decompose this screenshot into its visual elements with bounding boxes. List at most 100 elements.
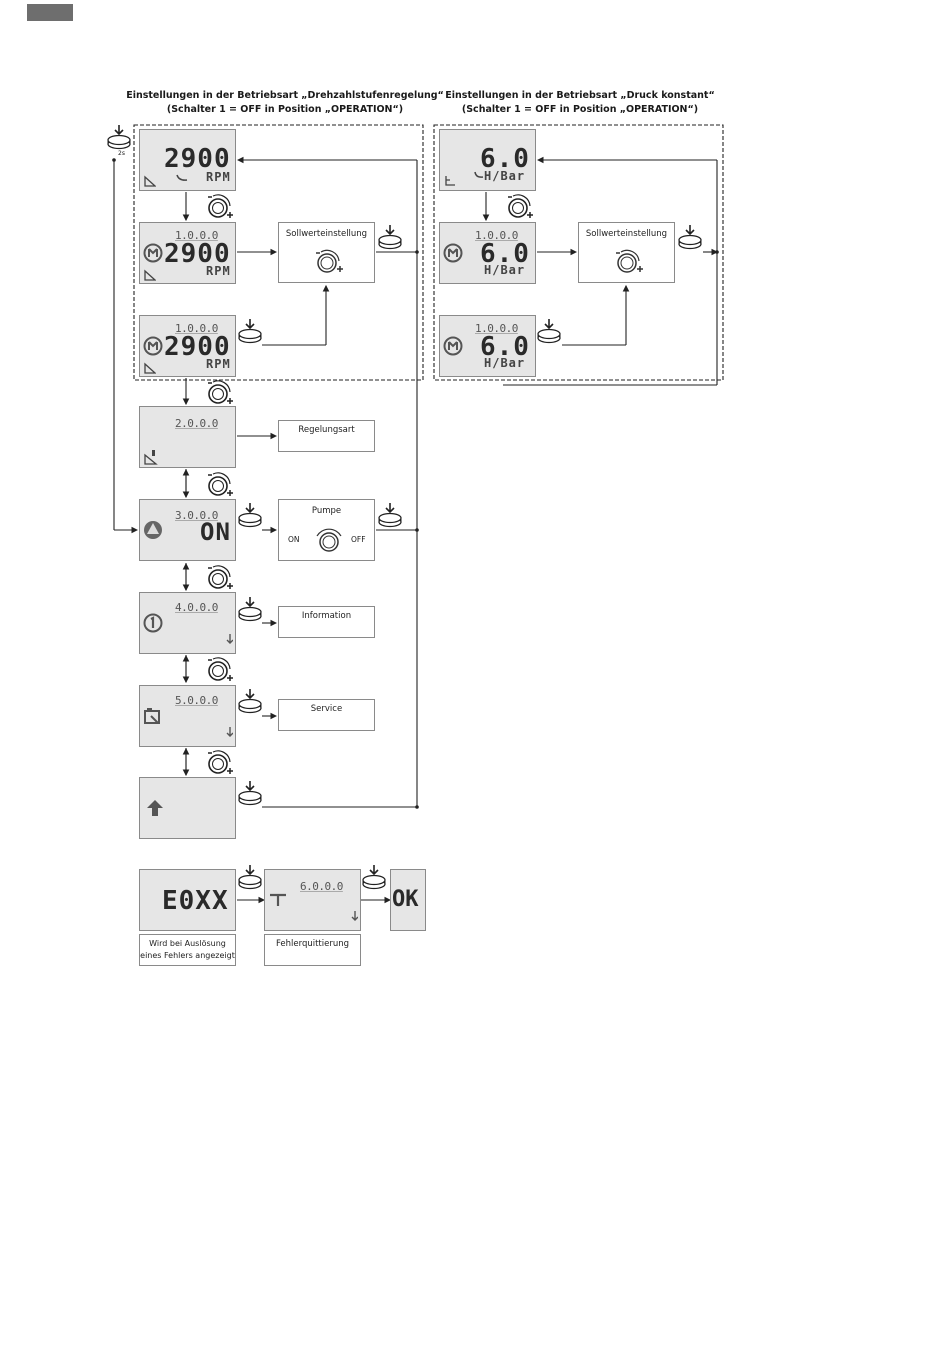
header-right: Einstellungen in der Betriebsart „Druck … [430, 89, 730, 117]
push-button-icon[interactable] [106, 124, 132, 154]
speed-unit: RPM [206, 170, 231, 184]
mode-icon [144, 175, 156, 187]
rotary-knob-icon[interactable] [505, 192, 535, 226]
lcd-screen-ok: OK [390, 869, 426, 931]
information-box: Information [278, 606, 375, 638]
menu-number: 1.0.0.0 [475, 229, 518, 242]
rotary-knob-icon[interactable] [205, 655, 235, 689]
push-button-icon[interactable] [677, 224, 703, 254]
pumpe-title: Pumpe [311, 506, 342, 516]
header-right-line2: (Schalter 1 = OFF in Position „OPERATION… [461, 104, 699, 115]
push-button-icon[interactable] [237, 780, 263, 810]
setpoint-box-label: Sollwerteinstellung [285, 229, 368, 239]
info-icon [143, 613, 163, 633]
lcd-screen-menu-4: 4.0.0.0 [139, 592, 236, 654]
pump-icon [144, 521, 162, 539]
curve-icon [474, 171, 484, 178]
lcd-screen-setpoint-2: 1.0.0.0 2900 RPM [139, 315, 236, 377]
information-label: Information [301, 611, 352, 621]
menu-number: 5.0.0.0 [175, 694, 218, 707]
service-label: Service [310, 704, 343, 714]
service-box: Service [278, 699, 375, 731]
push-button-icon[interactable] [237, 688, 263, 718]
menu-number: 1.0.0.0 [475, 322, 518, 335]
lcd-screen-menu-5: 5.0.0.0 [139, 685, 236, 747]
lcd-screen-back [139, 777, 236, 839]
error-ack-label: Fehlerquittierung [275, 939, 350, 949]
back-arrow-icon [147, 800, 163, 816]
header-left-line1: Einstellungen in der Betriebsart „Drehza… [126, 90, 444, 101]
header-left-line2: (Schalter 1 = OFF in Position „OPERATION… [166, 104, 404, 115]
error-note: Wird bei Auslösung eines Fehlers angezei… [140, 938, 235, 962]
error-note-box: Wird bei Auslösung eines Fehlers angezei… [139, 934, 236, 966]
rotary-knob-icon[interactable] [205, 378, 235, 412]
menu-number: 6.0.0.0 [300, 880, 343, 893]
reset-icon [270, 893, 286, 906]
lcd-screen-error-ack: 6.0.0.0 [264, 869, 361, 931]
pressure-value: 6.0 [480, 239, 530, 269]
pumpe-on-label: ON [288, 535, 300, 544]
speed-value: 2900 [164, 239, 231, 269]
setpoint-box-right: Sollwerteinstellung [578, 222, 675, 283]
pressure-unit: H/Bar [484, 356, 526, 370]
push-button-icon[interactable] [237, 864, 263, 894]
pressure-value: 6.0 [480, 332, 530, 362]
setpoint-box-left: Sollwerteinstellung [278, 222, 375, 283]
push-button-icon[interactable] [361, 864, 387, 894]
rotary-knob-icon[interactable] [205, 470, 235, 504]
rotary-knob-icon[interactable] [205, 192, 235, 226]
lcd-screen-pressure-setpoint-2: 1.0.0.0 6.0 H/Bar [439, 315, 536, 377]
pumpe-box: Pumpe ON OFF [278, 499, 375, 561]
pressure-mode-icon [445, 176, 455, 186]
push-button-icon[interactable] [237, 596, 263, 626]
setpoint-box-label: Sollwerteinstellung [585, 229, 668, 239]
mode-icon [144, 362, 156, 374]
lcd-screen-menu-2: 2.0.0.0 [139, 406, 236, 468]
rotary-knob-icon[interactable] [205, 563, 235, 597]
speed-unit: RPM [206, 264, 231, 278]
curve-icon [176, 174, 188, 181]
speed-unit: RPM [206, 357, 231, 371]
regelungsart-label: Regelungsart [298, 425, 355, 435]
rotary-knob-icon[interactable] [205, 748, 235, 782]
error-note-line1: Wird bei Auslösung [149, 939, 226, 948]
menu-number: 4.0.0.0 [175, 601, 218, 614]
menu-number: 2.0.0.0 [175, 417, 218, 430]
control-mode-icon [144, 450, 158, 465]
header-right-line1: Einstellungen in der Betriebsart „Druck … [445, 90, 715, 101]
speed-value: 2900 [164, 332, 231, 362]
rotary-knob-icon [316, 528, 342, 552]
menu-number: 1.0.0.0 [175, 322, 218, 335]
push-button-icon[interactable] [377, 224, 403, 254]
rotary-knob-icon [616, 249, 643, 273]
pumpe-off-label: OFF [351, 535, 366, 544]
enter-arrow-icon [226, 634, 233, 644]
page-tab [27, 4, 73, 21]
error-note-line2: eines Fehlers angezeigt [140, 951, 235, 960]
lcd-screen-pressure: 6.0 H/Bar [439, 129, 536, 191]
speed-value: 2900 [164, 144, 231, 174]
push-button-icon[interactable] [237, 502, 263, 532]
wrench-menu-icon [143, 243, 163, 263]
wrench-menu-icon [443, 336, 463, 356]
lcd-screen-speed: 2900 RPM [139, 129, 236, 191]
wrench-menu-icon [143, 336, 163, 356]
pressure-value: 6.0 [480, 144, 530, 174]
enter-arrow-icon [351, 911, 358, 921]
menu-number: 3.0.0.0 [175, 509, 218, 522]
push-button-icon[interactable] [536, 318, 562, 348]
pump-state-value: ON [200, 518, 231, 546]
lcd-screen-setpoint-1: 1.0.0.0 2900 RPM [139, 222, 236, 284]
ok-text: OK [392, 887, 419, 912]
regelungsart-box: Regelungsart [278, 420, 375, 452]
push-button-icon[interactable] [377, 502, 403, 532]
pressure-unit: H/Bar [484, 169, 526, 183]
header-left: Einstellungen in der Betriebsart „Drehza… [120, 89, 450, 117]
push-button-icon[interactable] [237, 318, 263, 348]
service-icon [144, 708, 160, 724]
error-code: E0XX [162, 886, 229, 916]
timer-label: 2s [118, 150, 125, 157]
lcd-screen-error: E0XX [139, 869, 236, 931]
group-frame-left [133, 124, 424, 381]
